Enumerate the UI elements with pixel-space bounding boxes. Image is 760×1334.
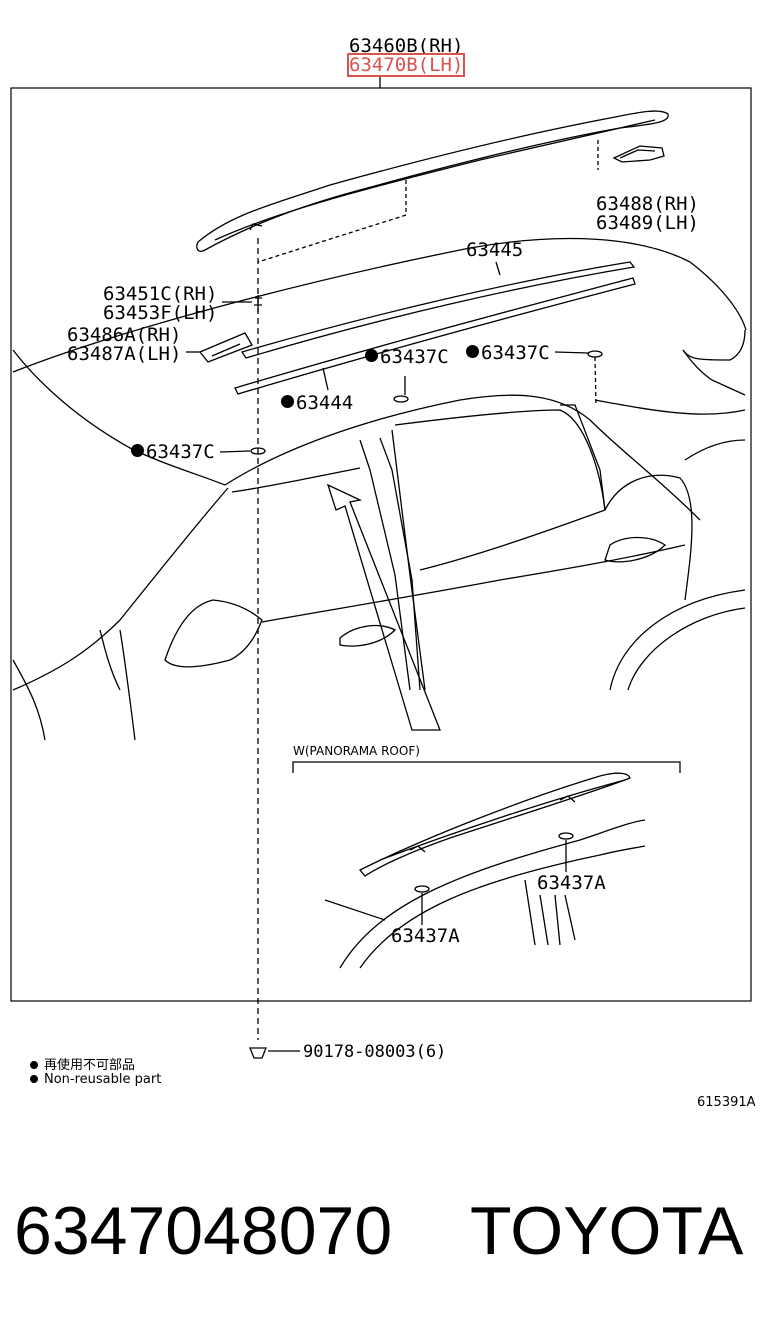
label-63437a-left: 63437A	[391, 925, 460, 947]
label-63470b-lh[interactable]: 63470B(LH)	[346, 53, 466, 77]
label-63437a-right: 63437A	[537, 872, 606, 894]
roof-molding-63445	[240, 261, 636, 359]
label-63437c-right: 63437C	[466, 343, 550, 363]
label-63488-rh: 63488(RH)	[596, 193, 699, 215]
legend-chinese: 再使用不可部品	[30, 1054, 135, 1073]
non-reusable-dot-icon	[281, 395, 294, 408]
roof-rail	[196, 110, 669, 252]
label-63451c-rh: 63451C(RH)	[103, 283, 218, 305]
label-63460b-rh: 63460B(RH)	[349, 35, 464, 57]
label-63444: 63444	[281, 393, 353, 413]
label-63489-lh: 63489(LH)	[596, 212, 699, 234]
roof-molding-63444	[234, 277, 636, 395]
label-63487a-lh: 63487A(LH)	[67, 343, 182, 365]
arrow	[326, 483, 441, 731]
label-63437c-mid: 63437C	[365, 347, 449, 367]
reference-code: 615391A	[697, 1095, 756, 1110]
label-63437c-left: 63437C	[131, 442, 215, 462]
end-cover	[612, 145, 665, 163]
bracket-63486a	[198, 332, 253, 363]
label-63445: 63445	[466, 239, 524, 261]
diagram-frame	[10, 87, 752, 1002]
legend-dot-icon	[30, 1061, 38, 1069]
part-number: 6347048070	[14, 1193, 393, 1269]
legend-english: Non-reusable part	[30, 1072, 161, 1087]
panorama-title: W(PANORAMA ROOF)	[293, 744, 420, 758]
bolt-90178	[249, 1047, 267, 1059]
label-90178: 90178-08003(6)	[303, 1042, 447, 1062]
brand-name: TOYOTA	[470, 1193, 744, 1269]
label-63453f-lh: 63453F(LH)	[103, 302, 218, 324]
non-reusable-dot-icon	[466, 345, 479, 358]
legend-dot-icon	[30, 1075, 38, 1083]
label-63486a-rh: 63486A(RH)	[67, 324, 182, 346]
non-reusable-dot-icon	[131, 444, 144, 457]
non-reusable-dot-icon	[365, 349, 378, 362]
